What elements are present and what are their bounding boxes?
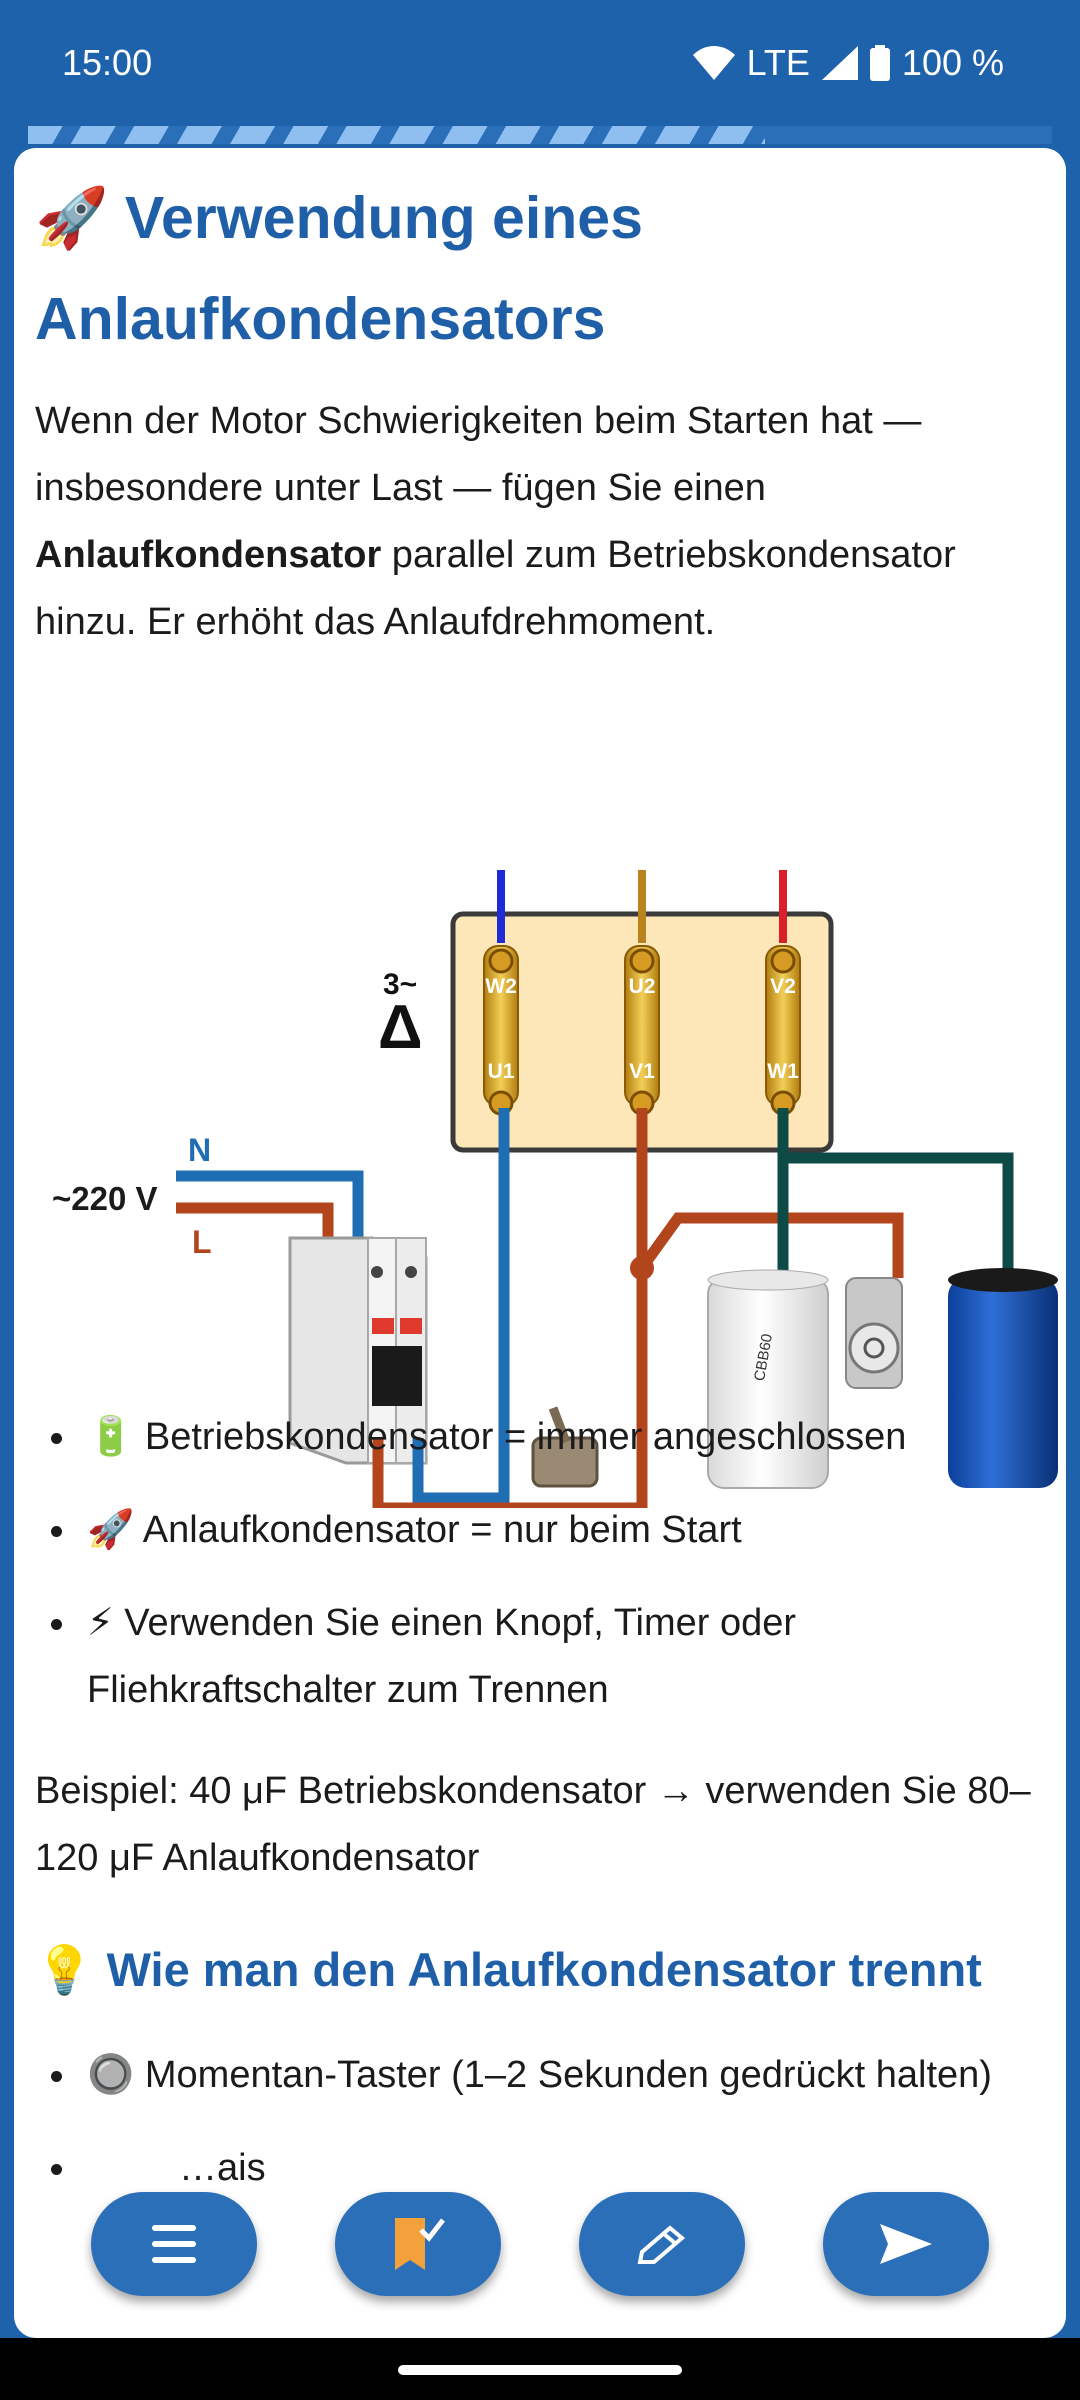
breaker-out-line bbox=[372, 1438, 638, 1508]
bullet-text: …ais bbox=[179, 2147, 266, 2189]
line-to-start-cap bbox=[637, 1212, 904, 1278]
w1-to-caps bbox=[777, 1108, 1014, 1278]
rocket-icon: 🚀 bbox=[35, 185, 109, 251]
supply-voltage-label: ~220 V bbox=[52, 1180, 158, 1217]
list-item: 🔋 Betriebskondensator = immer angeschlos… bbox=[35, 1404, 1045, 1471]
status-bar: 15:00 LTE 100 % bbox=[0, 0, 1080, 125]
section-heading: 💡 Wie man den Anlaufkondensator trennt bbox=[35, 1938, 1045, 2002]
wire-junction bbox=[630, 1256, 654, 1280]
lightning-emoji-icon: ⚡ bbox=[87, 1602, 114, 1644]
status-time: 15:00 bbox=[62, 42, 153, 83]
article-title: 🚀 Verwendung eines Anlaufkondensators bbox=[35, 168, 1045, 370]
bookmark-button[interactable] bbox=[335, 2192, 501, 2296]
pencil-icon bbox=[637, 2225, 686, 2264]
breaker-out-neutral bbox=[412, 1108, 510, 1504]
wifi-icon bbox=[692, 46, 735, 80]
bullet-text: Betriebskondensator = immer angeschlosse… bbox=[144, 1416, 907, 1458]
battery-percent: 100 % bbox=[901, 42, 1004, 83]
rocket-emoji-icon: 🚀 bbox=[87, 1509, 135, 1551]
list-item: 🚀 Anlaufkondensator = nur beim Start bbox=[35, 1497, 1045, 1564]
intro-text-end: parallel zum Betriebskondensator hinzu. … bbox=[35, 534, 956, 643]
bookmark-check-icon bbox=[395, 2218, 445, 2270]
motor-symbol-3phase: 3~ bbox=[383, 968, 417, 1001]
terminal-label-v1: V1 bbox=[629, 1060, 655, 1083]
hamburger-icon bbox=[152, 2225, 196, 2263]
battery-emoji-icon: 🔋 bbox=[87, 1416, 135, 1458]
list-item: 🔘 Momentan-Taster (1–2 Sekunden gedrückt… bbox=[35, 2042, 1045, 2109]
intro-paragraph: Wenn der Motor Schwierigkeiten beim Star… bbox=[35, 388, 1045, 656]
line-label: L bbox=[192, 1224, 212, 1260]
lightbulb-icon: 💡 bbox=[35, 1943, 94, 1996]
reading-progress-fill bbox=[28, 126, 766, 144]
neutral-wire bbox=[176, 1170, 364, 1248]
terminal-label-w2: W2 bbox=[485, 975, 517, 998]
bullet-text: Anlaufkondensator = nur beim Start bbox=[142, 1509, 742, 1551]
capacitor-bullet-list: 🔋 Betriebskondensator = immer angeschlos… bbox=[35, 1404, 1045, 1724]
reading-progress-bar bbox=[28, 126, 1052, 144]
article-content-lower: 🔋 Betriebskondensator = immer angeschlos… bbox=[35, 1383, 1045, 2202]
disconnect-bullet-list: 🔘 Momentan-Taster (1–2 Sekunden gedrückt… bbox=[35, 2042, 1045, 2202]
network-type: LTE bbox=[746, 42, 810, 83]
line-wire bbox=[176, 1202, 334, 1248]
start-capacitor bbox=[948, 1268, 1058, 1488]
bullet-text: Verwenden Sie einen Knopf, Timer oder Fl… bbox=[87, 1602, 797, 1711]
menu-button[interactable] bbox=[91, 2192, 257, 2296]
intro-text-start: Wenn der Motor Schwierigkeiten beim Star… bbox=[35, 400, 922, 509]
title-line-1: Verwendung eines bbox=[124, 185, 643, 251]
circuit-breaker bbox=[288, 1236, 428, 1465]
home-gesture-handle[interactable] bbox=[398, 2365, 682, 2375]
list-item: ⚡ Verwenden Sie einen Knopf, Timer oder … bbox=[35, 1590, 1045, 1724]
wiring-diagram: W2 U2 V2 U1 V1 W1 3~ Δ ~220 V N L bbox=[52, 870, 1058, 1508]
motor-symbol-delta: Δ bbox=[378, 993, 423, 1062]
bullet-text: Momentan-Taster (1–2 Sekunden gedrückt h… bbox=[144, 2054, 992, 2096]
toggle-switch bbox=[531, 1406, 599, 1488]
run-capacitor: CBB60 bbox=[707, 1269, 829, 1489]
terminal-label-u1: U1 bbox=[488, 1060, 515, 1083]
terminal-label-w1: W1 bbox=[767, 1060, 799, 1083]
neutral-label: N bbox=[188, 1132, 211, 1168]
terminal-label-u2: U2 bbox=[629, 975, 656, 998]
signal-icon bbox=[821, 46, 858, 80]
status-indicators: LTE 100 % bbox=[692, 42, 1004, 84]
intro-bold-term: Anlaufkondensator bbox=[35, 534, 382, 576]
terminal-label-v2: V2 bbox=[770, 975, 796, 998]
send-icon bbox=[880, 2224, 932, 2264]
title-line-2: Anlaufkondensators bbox=[35, 286, 606, 352]
battery-icon bbox=[869, 45, 890, 81]
article-content: 🚀 Verwendung eines Anlaufkondensators We… bbox=[35, 148, 1045, 656]
list-item: …ais bbox=[35, 2135, 1045, 2202]
edit-button[interactable] bbox=[579, 2192, 745, 2296]
section-heading-text: Wie man den Anlaufkondensator trennt bbox=[106, 1943, 982, 1996]
push-button bbox=[845, 1277, 903, 1389]
example-paragraph: Beispiel: 40 μF Betriebskondensator → ve… bbox=[35, 1770, 1031, 1879]
radio-button-emoji-icon: 🔘 bbox=[87, 2054, 135, 2096]
share-button[interactable] bbox=[823, 2192, 989, 2296]
article-card: 🚀 Verwendung eines Anlaufkondensators We… bbox=[14, 148, 1066, 2338]
